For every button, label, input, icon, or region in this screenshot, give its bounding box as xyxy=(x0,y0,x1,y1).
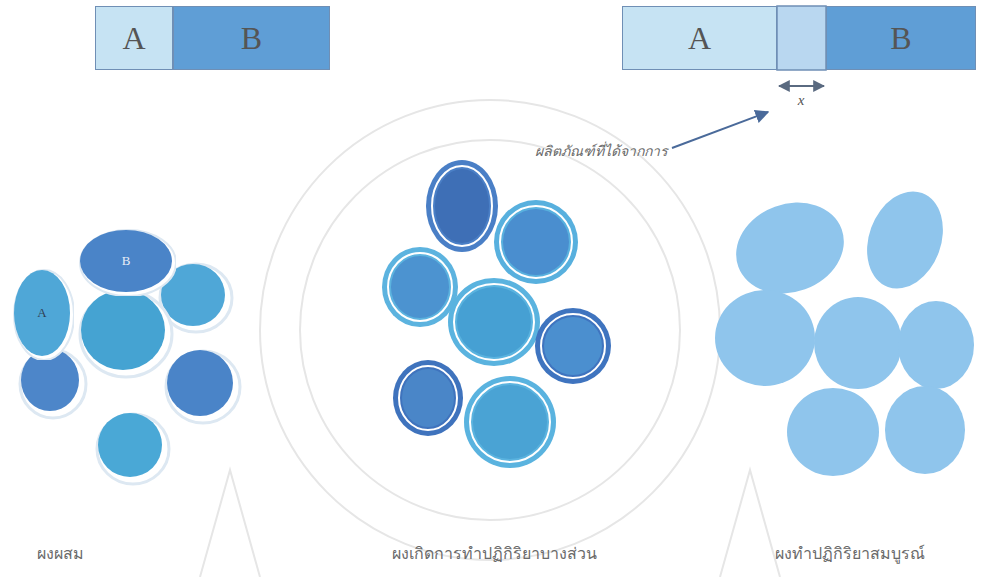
stage-caption: ผงเกิดการทำปฏิกิริยาบางส่วน xyxy=(392,541,597,566)
powder-particle: B xyxy=(76,226,176,296)
node-letter: A xyxy=(122,20,145,57)
reactant-box: B xyxy=(826,6,976,70)
stage-caption: ผงทำปฏิกิริยาสมบูรณ์ xyxy=(775,541,925,566)
callout-text: ผลิตภัณฑ์ที่ได้จากการ xyxy=(535,140,668,162)
watermark xyxy=(200,100,780,577)
node-letter: A xyxy=(688,20,711,57)
partially-reacted-powder xyxy=(382,160,611,468)
node-letter: B xyxy=(890,20,911,57)
fully-reacted-powder xyxy=(715,181,974,476)
node-letter: B xyxy=(122,253,131,269)
leader-line xyxy=(672,112,768,148)
dimension-label: x xyxy=(798,92,805,109)
reactant-box: A xyxy=(622,6,777,70)
reactant-box: A xyxy=(95,6,173,70)
node-letter: B xyxy=(241,20,262,57)
product-layer xyxy=(777,6,826,70)
node-letter: A xyxy=(37,305,46,321)
dimension-arrow xyxy=(779,85,824,87)
stage-caption: ผงผสม xyxy=(37,541,84,566)
powder-particle: A xyxy=(10,266,74,360)
reactant-box: B xyxy=(173,6,330,70)
